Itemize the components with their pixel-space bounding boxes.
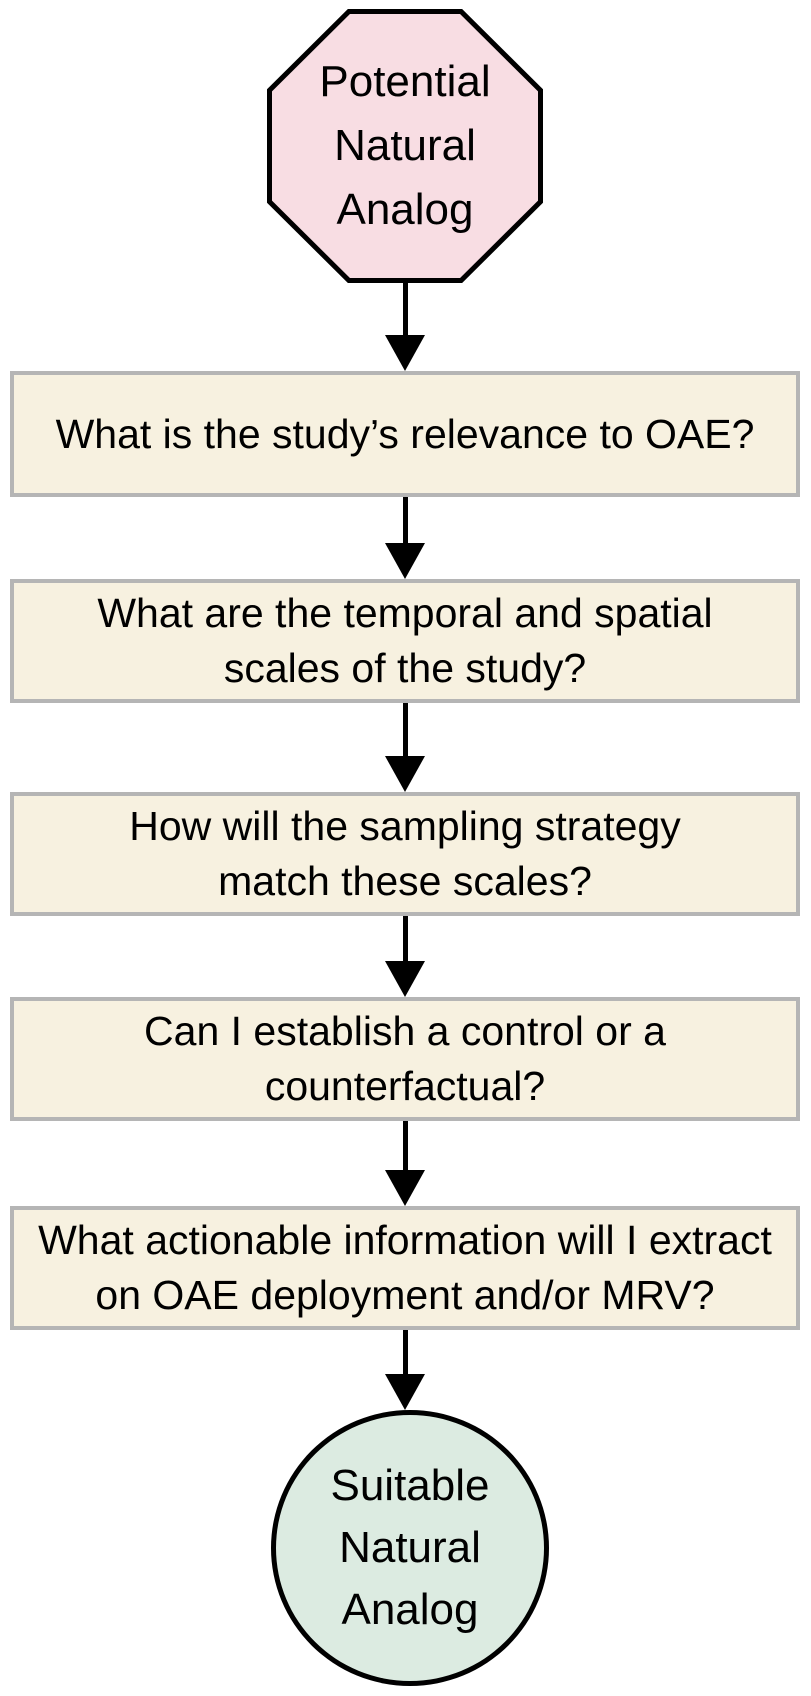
question-box-5: What actionable information will I extra… [10, 1206, 800, 1330]
question-box-2: What are the temporal and spatial scales… [10, 579, 800, 703]
question-text: What is the study’s relevance to OAE? [55, 410, 755, 457]
arrow-head-icon [385, 1374, 425, 1410]
start-label-line: Analog [336, 185, 474, 234]
arrow-stem [402, 703, 408, 756]
octagon-fill [272, 14, 538, 278]
question-text: What actionable information will I extra… [38, 1217, 772, 1263]
arrow-stem [402, 497, 408, 543]
arrow-down-6 [385, 1330, 425, 1410]
arrow-down-5 [385, 1121, 425, 1206]
question-text: What are the temporal and spatial [97, 590, 713, 636]
arrow-stem [402, 916, 408, 961]
arrow-stem [402, 1121, 408, 1170]
end-node-circle: Suitable Natural Analog [271, 1410, 549, 1686]
arrow-down-2 [385, 497, 425, 579]
start-node-label: Potential Natural Analog [267, 9, 543, 283]
end-label-line: Analog [341, 1585, 479, 1634]
end-label-line: Natural [339, 1523, 481, 1572]
question-box-1: What is the study’s relevance to OAE? [10, 371, 800, 497]
arrow-down-4 [385, 916, 425, 997]
question-box-3: How will the sampling strategy match the… [10, 792, 800, 916]
question-text: counterfactual? [264, 1063, 546, 1109]
start-node-octagon: Potential Natural Analog [267, 9, 543, 283]
question-box-4: Can I establish a control or a counterfa… [10, 997, 800, 1121]
start-label-line: Natural [334, 121, 476, 170]
start-label-line: Potential [319, 57, 491, 106]
arrow-head-icon [385, 335, 425, 371]
arrow-down-1 [385, 283, 425, 371]
arrow-head-icon [385, 543, 425, 579]
question-text: scales of the study? [223, 645, 587, 691]
question-text: on OAE deployment and/or MRV? [95, 1272, 715, 1318]
arrow-head-icon [385, 961, 425, 997]
end-label-line: Suitable [330, 1461, 490, 1510]
arrow-down-3 [385, 703, 425, 792]
question-text: match these scales? [218, 858, 592, 904]
arrow-head-icon [385, 756, 425, 792]
question-text: Can I establish a control or a [144, 1008, 666, 1054]
arrow-stem [402, 1330, 408, 1374]
question-text: How will the sampling strategy [129, 803, 681, 849]
arrow-stem [402, 283, 408, 335]
arrow-head-icon [385, 1170, 425, 1206]
